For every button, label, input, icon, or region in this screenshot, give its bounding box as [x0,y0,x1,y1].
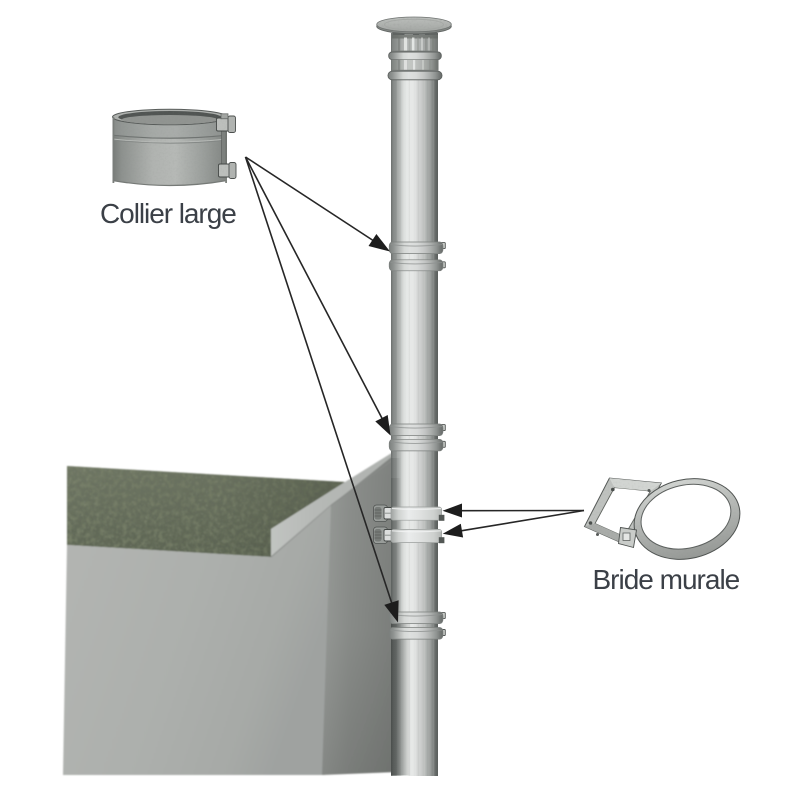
svg-text:Bride murale: Bride murale [593,564,740,595]
svg-text:Collier large: Collier large [100,198,236,229]
